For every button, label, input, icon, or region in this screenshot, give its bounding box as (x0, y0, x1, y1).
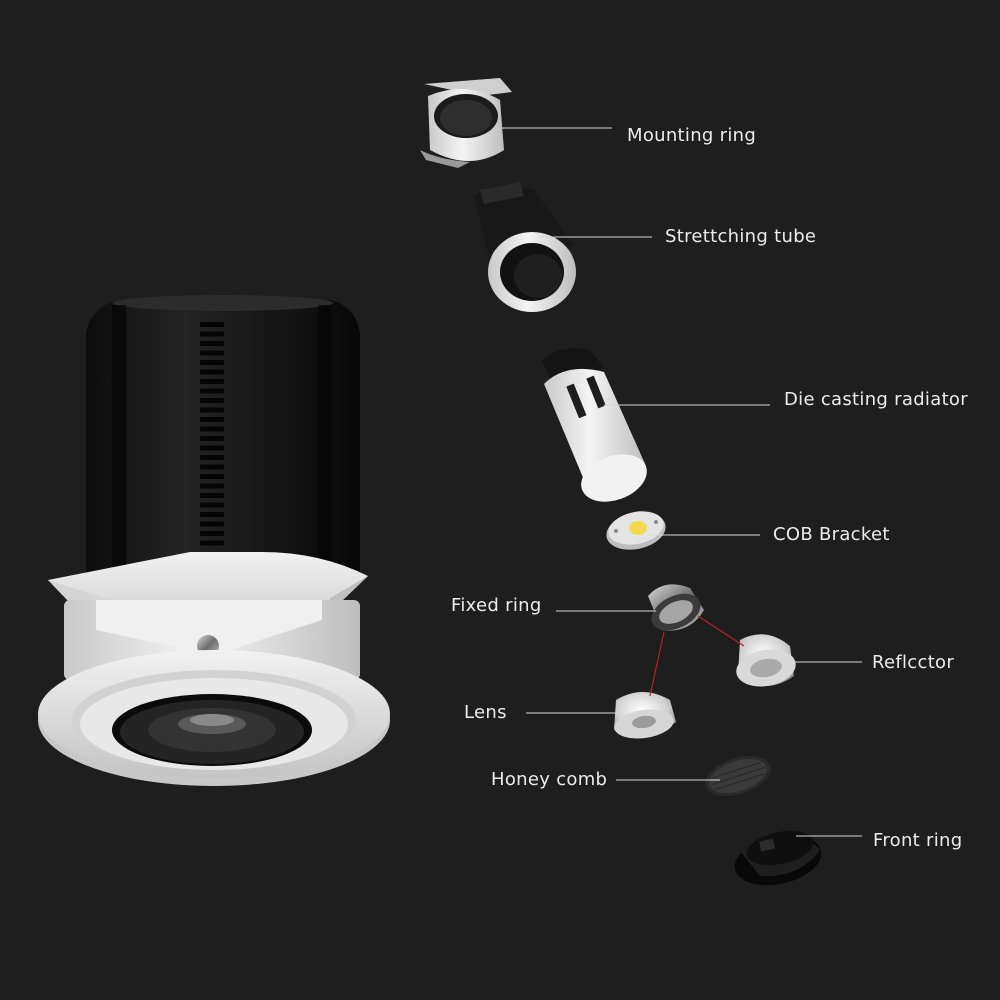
front-ring-part (734, 828, 822, 886)
vent-slot (200, 360, 224, 365)
vent-slot (200, 426, 224, 432)
stretching-tube-part (474, 182, 576, 312)
honeycomb-part (705, 755, 771, 797)
vent-slot (200, 512, 224, 517)
vent-slot (200, 407, 224, 413)
label-cob-bracket: COB Bracket (773, 524, 890, 545)
connector-lines (649, 615, 745, 697)
label-radiator: Die casting radiator (784, 389, 968, 410)
vent-slot (200, 540, 224, 546)
label-lens: Lens (464, 702, 507, 723)
vent-slot (200, 445, 224, 451)
vent-slot (200, 474, 224, 479)
label-honeycomb: Honey comb (491, 769, 608, 790)
vent-slots (200, 322, 224, 546)
vent-slot (200, 436, 224, 441)
vent-slot (200, 502, 224, 508)
vent-slot (200, 531, 224, 536)
mounting-ring-part (420, 78, 512, 168)
label-front-ring: Front ring (873, 830, 963, 851)
lens-part (614, 692, 676, 739)
label-reflector: Reflcctor (872, 652, 955, 673)
leader-lines (502, 127, 862, 837)
label-stretching-tube: Strettching tube (665, 226, 817, 247)
vent-slot (200, 455, 224, 460)
connector-fixed-to-lens (649, 631, 665, 697)
cob-bracket-part (606, 511, 666, 550)
vent-slot (200, 322, 224, 327)
vent-slot (200, 464, 224, 470)
fixed-ring-part (648, 584, 704, 631)
vent-slot (200, 493, 224, 498)
label-mounting-ring: Mounting ring (627, 125, 757, 146)
vent-slot (200, 369, 224, 375)
vent-slot (200, 350, 224, 356)
radiator-part (542, 348, 647, 502)
assembled-downlight (38, 295, 390, 786)
vent-slot (200, 521, 224, 527)
vent-slot (200, 331, 224, 337)
vent-slot (200, 417, 224, 422)
vent-slot (200, 388, 224, 394)
vent-slot (200, 379, 224, 384)
reflector-part (736, 634, 796, 687)
vent-slot (200, 483, 224, 489)
label-fixed-ring: Fixed ring (451, 595, 542, 616)
vent-slot (200, 398, 224, 403)
vent-slot (200, 341, 224, 346)
connector-fixed-to-reflector (697, 615, 745, 647)
